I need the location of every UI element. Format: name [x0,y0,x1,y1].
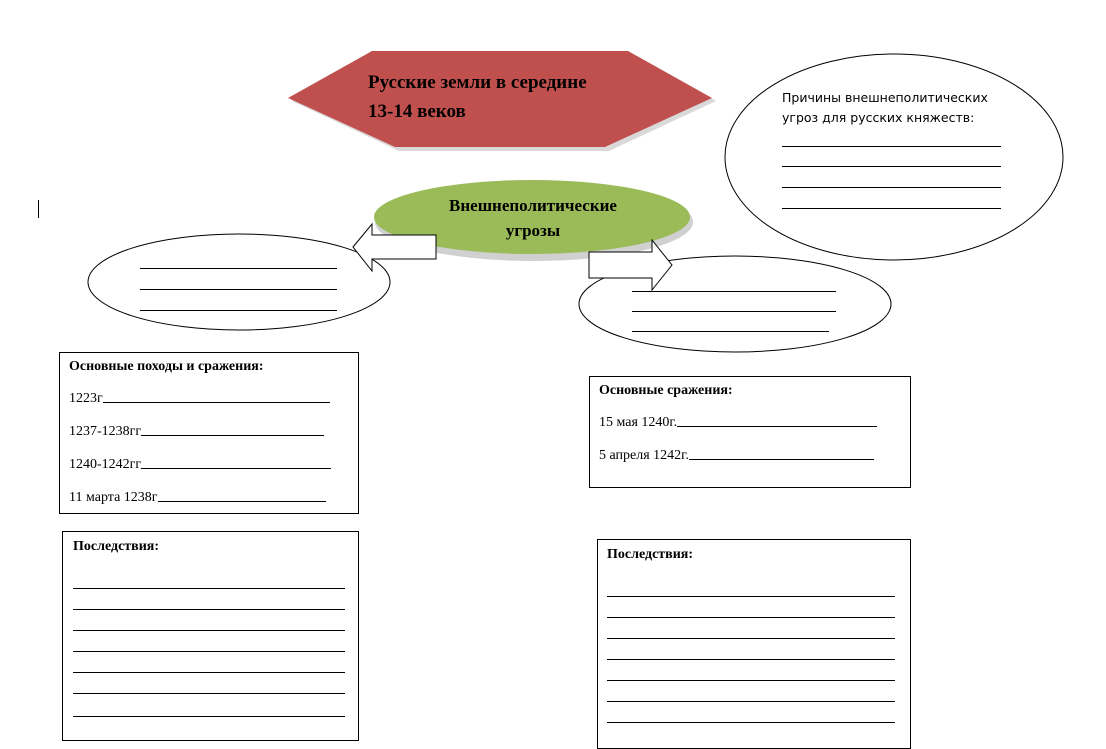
title-text: Русские земли в середине 13-14 веков [368,68,587,126]
left-consequences-heading: Последствия: [73,539,160,554]
causes-text: Причины внешнеполитических угроз для рус… [782,88,988,128]
answer-line[interactable] [677,425,878,427]
left-arrow-icon [352,222,437,273]
title-line-2: 13-14 веков [368,101,466,122]
battles-box: Основные сражения: 15 мая 1240г. 5 апрел… [589,376,911,488]
right-arrow-icon [588,238,673,292]
center-line-2: угрозы [505,221,561,240]
title-line-1: Русские земли в середине [368,72,587,93]
answer-line[interactable] [102,401,330,403]
answer-line[interactable] [688,458,874,460]
campaign-row-label: 1237-1238гг [69,424,142,439]
answer-line[interactable] [73,588,345,589]
answer-line[interactable] [607,701,895,702]
campaigns-box: Основные походы и сражения: 1223г 1237-1… [59,352,359,514]
answer-line[interactable] [607,659,895,660]
answer-line[interactable] [141,434,325,436]
left-consequences-box: Последствия: [62,531,359,741]
answer-line[interactable] [73,693,345,694]
answer-line[interactable] [73,716,345,717]
answer-line[interactable] [607,722,895,723]
causes-line-1: Причины внешнеполитических [782,90,988,105]
battle-row-label: 15 мая 1240г. [599,415,678,430]
causes-line-2: угроз для русских княжеств: [782,110,975,125]
center-ellipse [374,180,690,254]
answer-line[interactable] [73,651,345,652]
answer-line[interactable] [607,638,895,639]
text-cursor [38,200,39,218]
diagram-shapes [87,51,1064,353]
answer-line[interactable] [141,467,332,469]
answer-line[interactable] [73,609,345,610]
campaign-row-label: 1240-1242гг [69,457,142,472]
center-text: Внешнеполитические угрозы [420,193,646,243]
battles-heading: Основные сражения: [599,383,733,398]
campaign-row-label: 1223г [69,391,103,406]
answer-line[interactable] [607,596,895,597]
answer-line[interactable] [73,672,345,673]
campaign-row-label: 11 марта 1238г [69,490,158,505]
answer-line[interactable] [73,630,345,631]
answer-line[interactable] [607,617,895,618]
campaigns-heading: Основные походы и сражения: [69,359,264,374]
causes-ellipse [724,53,1064,261]
answer-line[interactable] [607,680,895,681]
center-line-1: Внешнеполитические [449,196,617,215]
battle-row-label: 5 апреля 1242г. [599,448,689,463]
title-hexagon [288,51,712,147]
right-consequences-heading: Последствия: [607,547,694,562]
right-consequences-box: Последствия: [597,539,911,749]
answer-line[interactable] [157,500,326,502]
left-answer-ellipse [87,233,391,331]
